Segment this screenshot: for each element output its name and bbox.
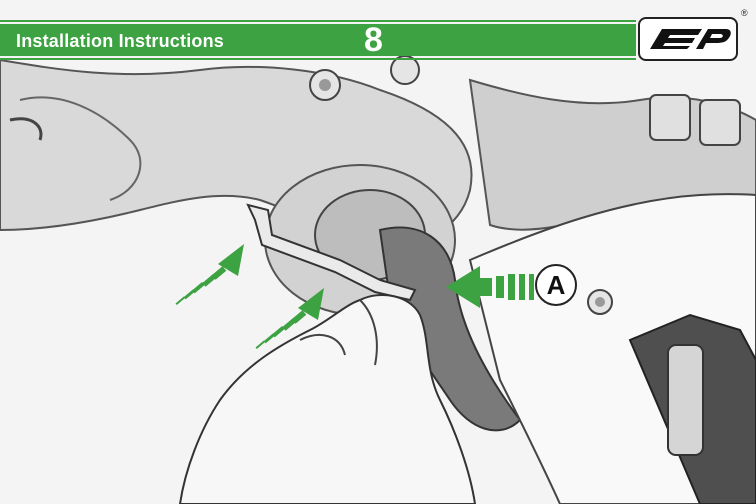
arrow-icon [168, 236, 258, 316]
banner-rule-bottom [0, 58, 636, 60]
registered-mark: ® [741, 8, 748, 18]
banner-rule-top [0, 20, 636, 22]
step-number: 8 [364, 22, 383, 58]
page-title: Installation Instructions [16, 31, 224, 52]
brand-logo [638, 17, 738, 61]
ep-logo-icon [640, 19, 736, 59]
arrow-icon [248, 280, 338, 360]
arrow-icon [444, 262, 536, 312]
callout-label: A [535, 264, 577, 306]
